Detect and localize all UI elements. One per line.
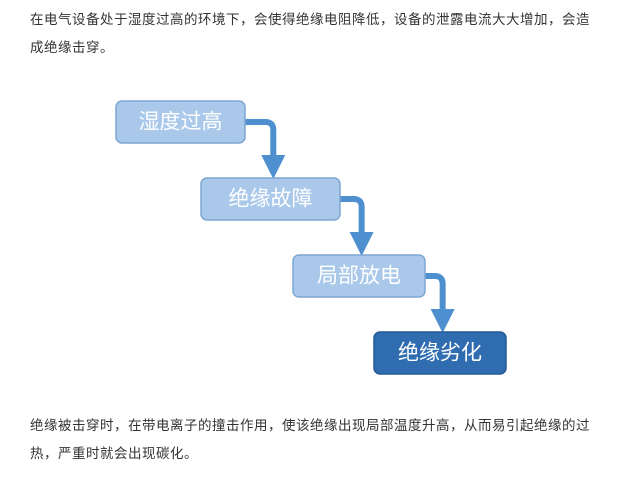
flow-step-box — [292, 254, 426, 298]
connector-arrow — [425, 273, 455, 333]
intro-paragraph: 在电气设备处于湿度过高的环境下，会使得绝缘电阻降低，设备的泄露电流大大增加，会造… — [30, 12, 590, 56]
flow-step-label: 绝缘劣化 — [398, 341, 482, 365]
flow-step-3: 局部放电 — [292, 254, 426, 298]
outro-paragraph: 绝缘被击穿时，在带电离子的撞击作用，使该绝缘出现局部温度升高，从而易引起绝缘的过… — [30, 418, 590, 462]
flow-step-1: 湿度过高 — [115, 100, 246, 144]
flow-step-box — [115, 100, 246, 144]
flow-connectors — [245, 119, 455, 333]
flow-step-box — [373, 331, 507, 375]
flow-step-box — [200, 177, 341, 221]
flow-step-label: 湿度过高 — [139, 110, 223, 134]
flow-step-4: 绝缘劣化 — [373, 331, 507, 375]
connector-arrow — [245, 119, 286, 179]
connector-arrow — [340, 196, 374, 256]
flow-step-label: 绝缘故障 — [229, 187, 313, 211]
flow-step-label: 局部放电 — [317, 264, 401, 288]
flow-step-2: 绝缘故障 — [200, 177, 341, 221]
